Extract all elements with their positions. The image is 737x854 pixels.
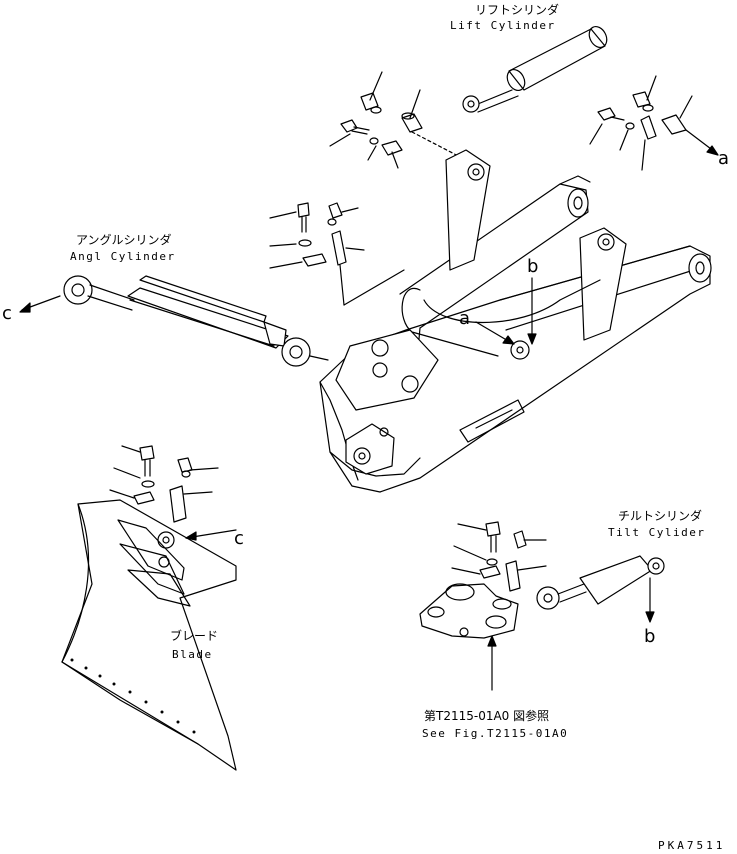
- tilt-bracket: [419, 583, 519, 691]
- angle-cylinder-jp-label: アングルシリンダ: [76, 233, 172, 247]
- tilt-pin-hardware: [451, 521, 547, 592]
- blade-en-label: Blade: [172, 648, 213, 661]
- blade-jp-label: ブレード: [170, 629, 219, 643]
- tilt-cylinder-jp-label: チルトシリンダ: [618, 509, 703, 523]
- lift-cylinder-en-label: Lift Cylinder: [450, 19, 556, 32]
- lift-pin-hardware: [329, 71, 467, 169]
- callout-b-tilt: b: [644, 626, 656, 647]
- right-pin-hardware: [589, 75, 719, 171]
- angle-pin-hardware: [269, 202, 405, 306]
- drawing-code: PKA7511: [658, 839, 726, 852]
- blade: [61, 499, 237, 771]
- callout-c-blade: c: [234, 528, 244, 549]
- angle-cylinder: [19, 275, 329, 367]
- callout-b-frame: b: [527, 256, 539, 277]
- callout-a-right: a: [718, 148, 730, 169]
- blade-pin-hardware: [109, 445, 219, 523]
- callout-a-frame: a: [459, 308, 471, 329]
- see-figure-jp-label: 第T2115-01A0 図参照: [424, 709, 550, 723]
- u-frame: [319, 149, 712, 493]
- tilt-cylinder: [536, 555, 665, 623]
- lift-cylinder-jp-label: リフトシリンダ: [475, 3, 560, 17]
- see-figure-en-label: See Fig.T2115-01A0: [422, 727, 569, 740]
- angle-cylinder-en-label: Angl Cylinder: [70, 250, 176, 263]
- tilt-cylinder-en-label: Tilt Cylider: [608, 526, 706, 539]
- callout-c-left: c: [2, 303, 12, 324]
- lift-cylinder: [462, 25, 608, 113]
